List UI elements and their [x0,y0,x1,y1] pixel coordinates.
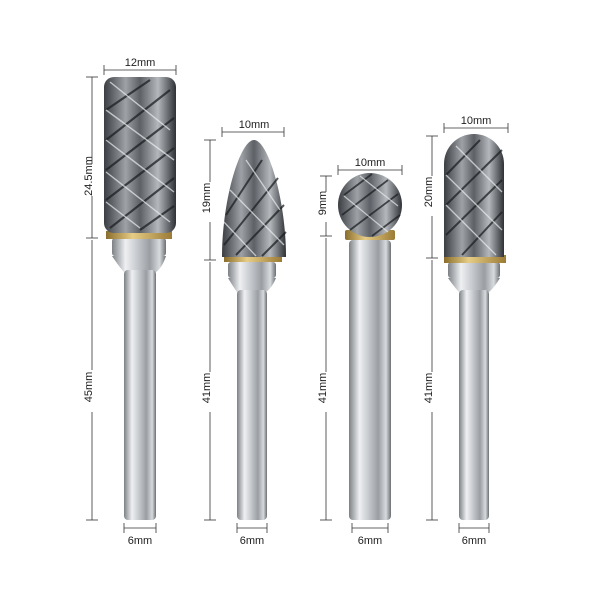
burr-1-shank-diameter-label: 6mm [128,535,152,547]
burr-2-shank [228,262,276,520]
burr-1-cutting-head [104,77,176,233]
burr-1-head-width-label: 12mm [125,57,156,69]
burr-1-shank [112,238,166,520]
dimension-lines [86,65,509,533]
burr-ball [338,173,402,520]
burr-3-cutting-head [338,173,402,237]
burr-4-shank-diameter-label: 6mm [462,535,486,547]
burr-3-shank-length-label: 41mm [317,373,329,404]
burr-2-shank-diameter-label: 6mm [240,535,264,547]
burr-3-head-width-label: 10mm [355,157,386,169]
burr-2-brazed-joint [224,255,282,262]
burr-2-shank-length-label: 41mm [201,373,213,404]
burr-2-head-width-label: 10mm [239,119,270,131]
burr-4-brazed-joint [444,255,506,263]
burr-4-head-length-label: 20mm [423,177,435,208]
burr-3-shank [349,240,391,520]
dimension-labels: 12mm 24.5mm 45mm 6mm 10mm 19mm 41mm 6mm … [83,57,491,547]
burr-tree-pointed [222,140,287,520]
burr-3-shank-diameter-label: 6mm [358,535,382,547]
burr-3-head-length-label: 9mm [317,191,329,215]
burr-1-head-length-label: 24.5mm [83,156,95,196]
burr-4-cutting-head [444,134,504,257]
burr-2-cutting-head [222,140,287,257]
burr-4-head-width-label: 10mm [461,115,492,127]
burr-1-shank-length-label: 45mm [83,372,95,403]
burr-4-shank-length-label: 41mm [423,373,435,404]
burr-cylinder-ball-nose [444,134,506,520]
burr-cylinder [104,77,176,520]
burr-4-shank [448,262,500,520]
burr-2-head-length-label: 19mm [201,183,213,214]
burr-1-brazed-joint [106,231,172,239]
